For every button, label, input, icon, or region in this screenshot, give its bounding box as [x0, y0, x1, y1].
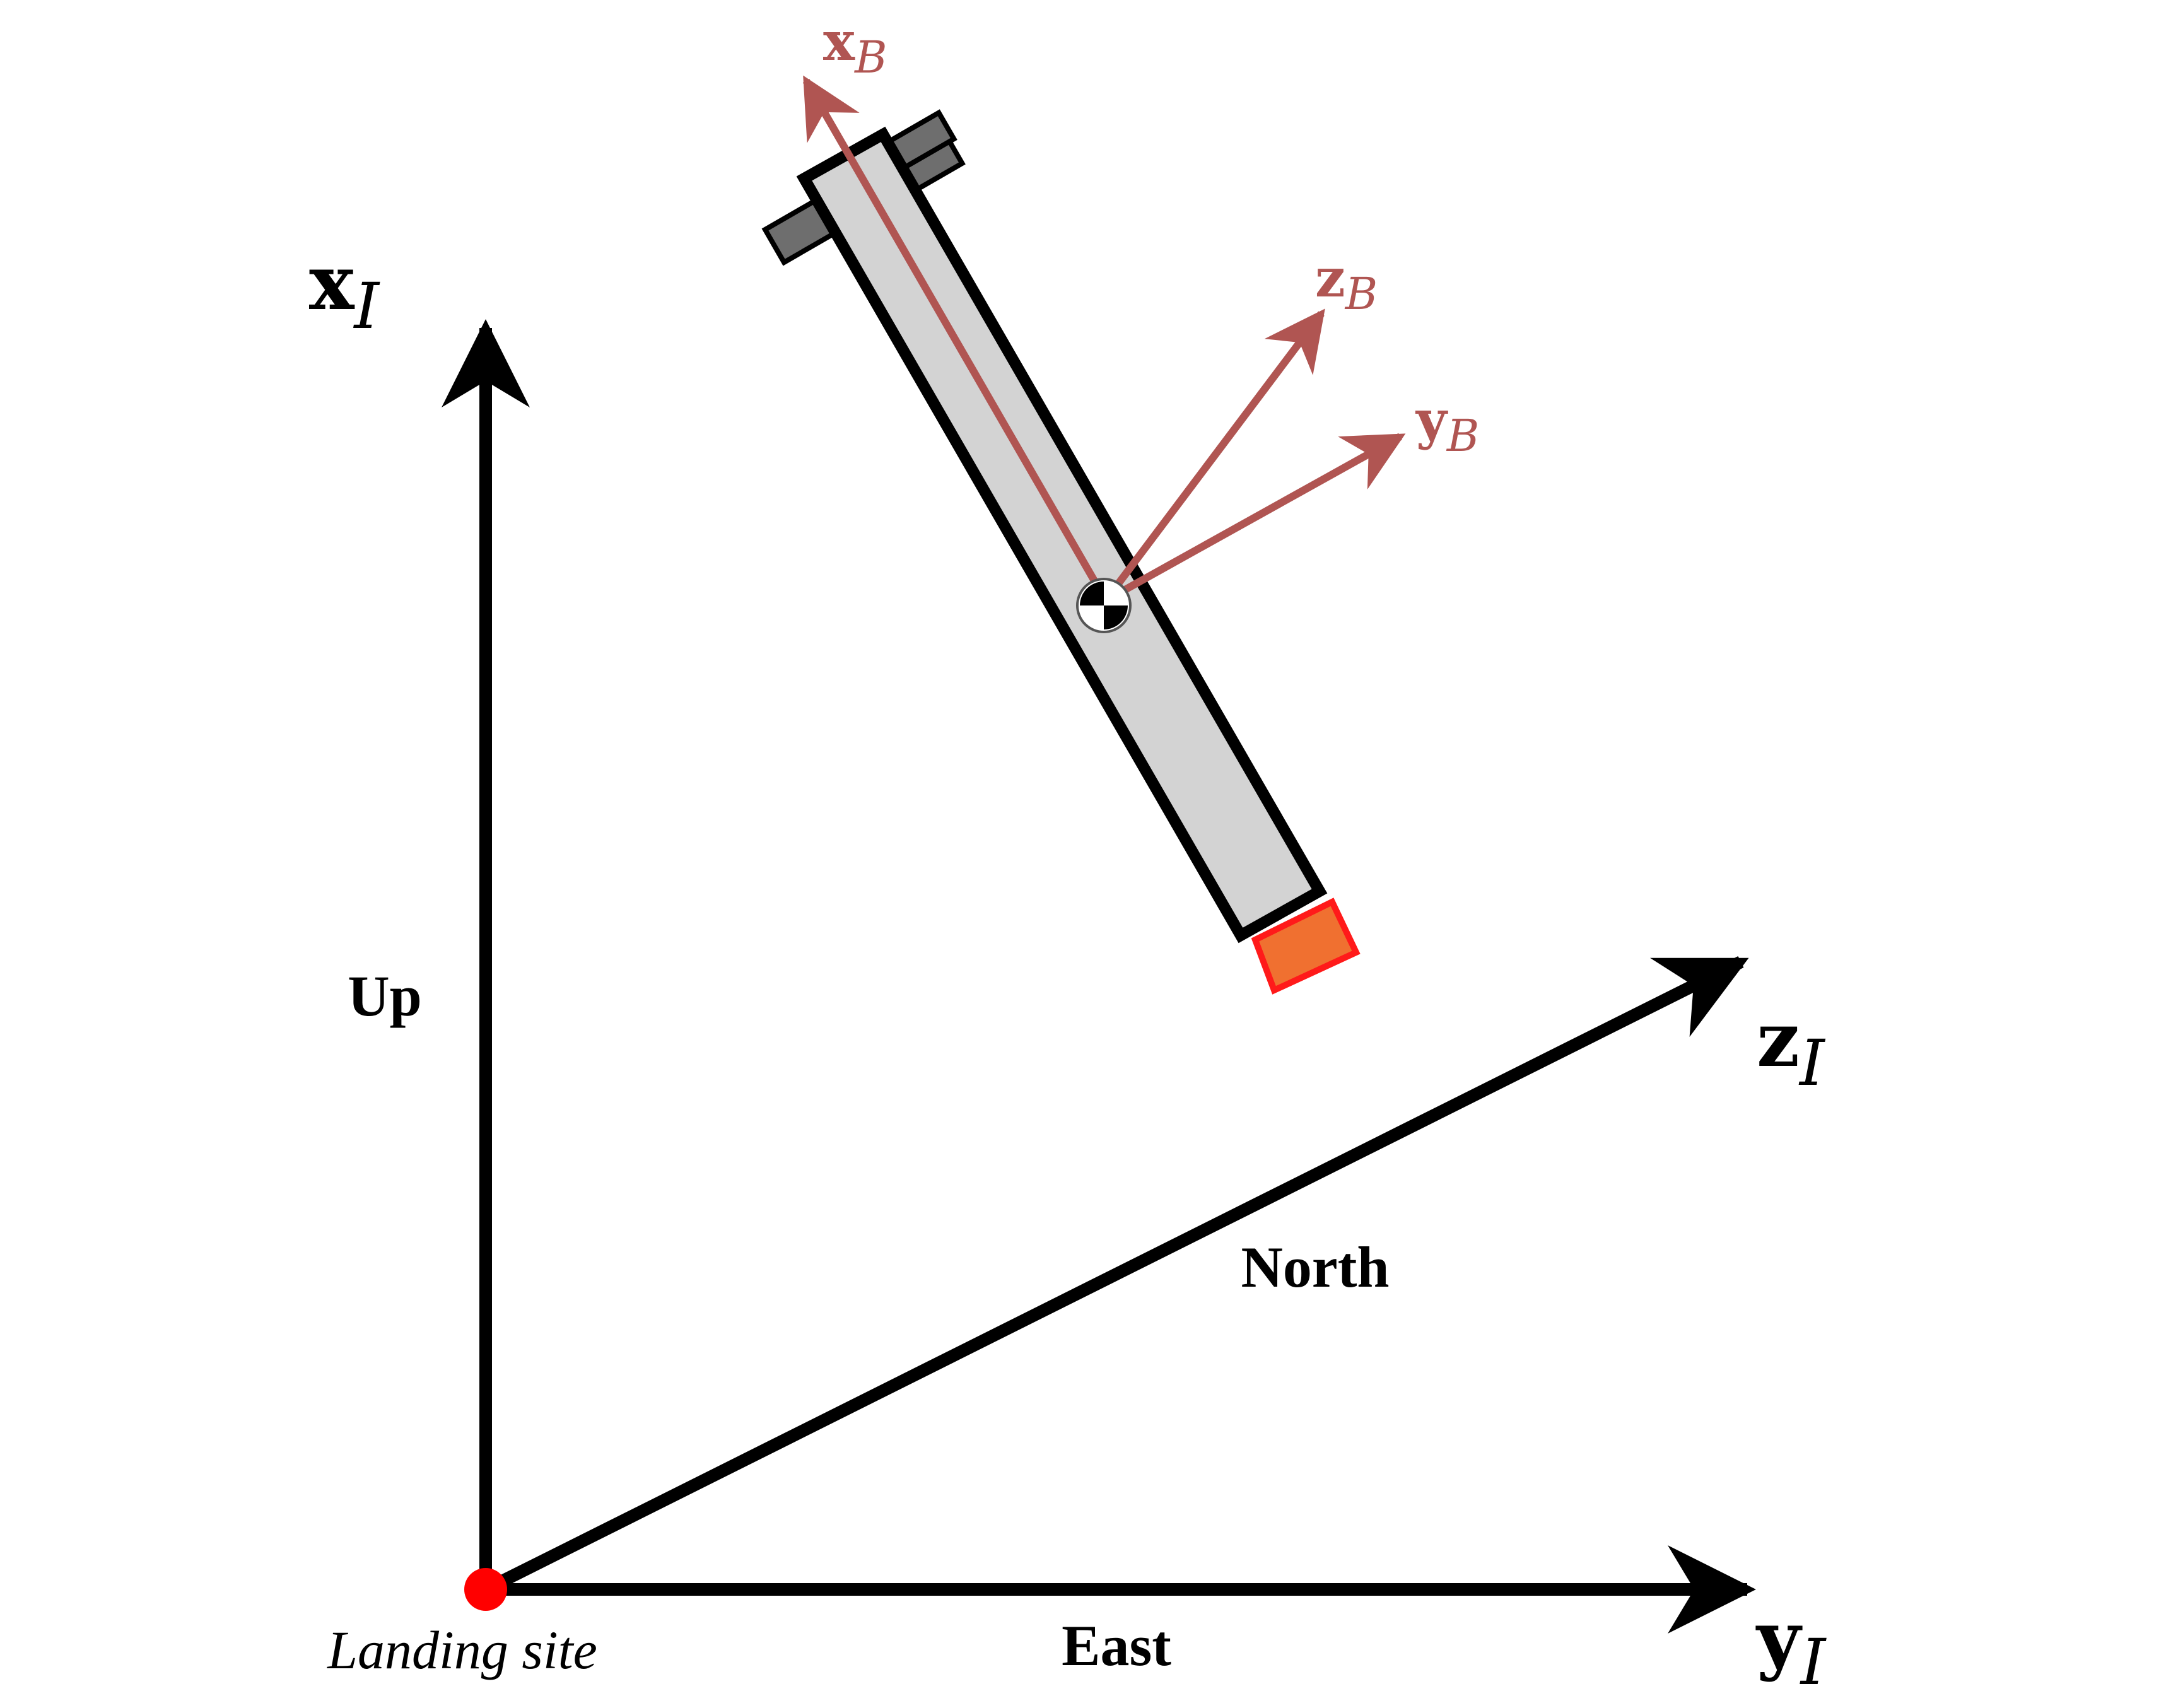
z-inertial-axis-arrow [483, 956, 1749, 1595]
y-body-axis-arrow [1104, 433, 1406, 604]
engine-plume [1251, 898, 1361, 995]
y-body-axis-label: yB [1415, 389, 1479, 462]
z-body-axis-arrow [1103, 308, 1325, 603]
east-direction-label: East [1062, 1613, 1171, 1678]
rocket [761, 109, 1361, 995]
rocket-body [796, 126, 1328, 944]
x-body-axis-label: xB [823, 10, 887, 83]
landing-site-dot-icon [464, 1568, 507, 1611]
x-body-axis-arrow [802, 75, 1109, 602]
z-body-axis-label: zB [1315, 247, 1378, 320]
z-inertial-axis-label: zI [1757, 995, 1826, 1100]
x-inertial-axis-label: xI [309, 238, 381, 343]
north-direction-label: North [1241, 1235, 1389, 1299]
y-inertial-axis-label: yI [1755, 1594, 1827, 1699]
center-of-mass-icon [1076, 578, 1132, 633]
up-direction-label: Up [348, 964, 422, 1028]
landing-site-label: Landing site [326, 1620, 597, 1680]
